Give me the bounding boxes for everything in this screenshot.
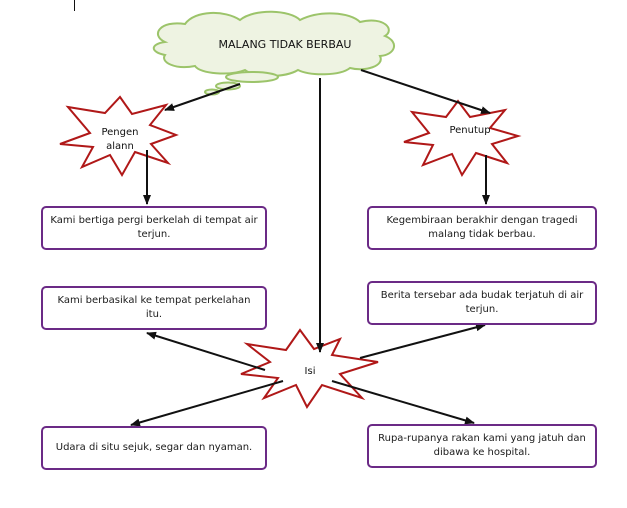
node-label-isi: Isi bbox=[304, 366, 316, 377]
star-isi bbox=[240, 328, 379, 409]
box-isi-3: Berita tersebar ada budak terjatuh di ai… bbox=[367, 281, 597, 325]
text-cursor bbox=[74, 0, 75, 11]
box-penutup-1: Kegembiraan berakhir dengan tragedi mala… bbox=[367, 206, 597, 250]
title-cloud bbox=[152, 10, 395, 96]
star-penutup bbox=[403, 99, 522, 178]
box-isi-2: Udara di situ sejuk, segar dan nyaman. bbox=[41, 426, 267, 470]
title-label: MALANG TIDAK BERBAU bbox=[218, 38, 352, 51]
box-isi-1: Kami berbasikal ke tempat perkelahan itu… bbox=[41, 286, 267, 330]
box-intro-1: Kami bertiga pergi berkelah di tempat ai… bbox=[41, 206, 267, 250]
box-isi-4: Rupa-rupanya rakan kami yang jatuh dan d… bbox=[367, 424, 597, 468]
node-label-pengenalan: Pengenalann bbox=[101, 127, 139, 152]
connector-arrows bbox=[130, 69, 491, 427]
node-label-penutup: Penutup bbox=[449, 125, 491, 136]
